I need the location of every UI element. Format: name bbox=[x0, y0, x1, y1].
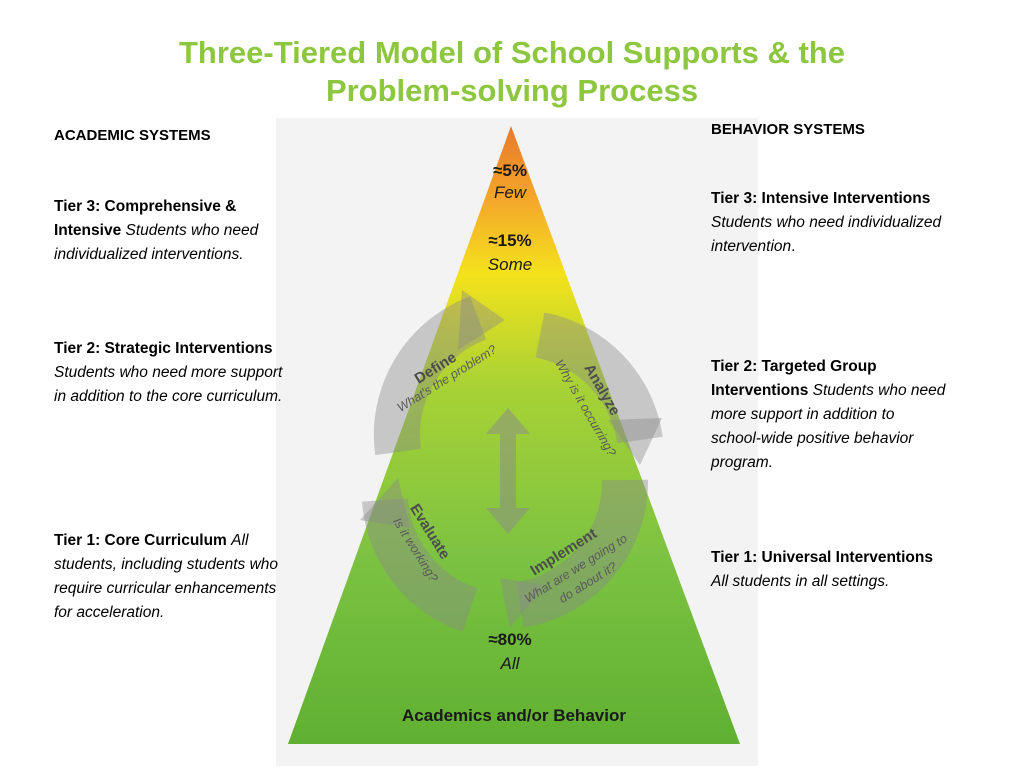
cycle-arrow-implement bbox=[515, 479, 649, 628]
academic-tier-2-label: Tier 2: Strategic Interventions bbox=[54, 340, 273, 357]
behavior-tier-2: Tier 2: Targeted Group Interventions Stu… bbox=[711, 355, 946, 475]
pyramid-footer: Academics and/or Behavior bbox=[402, 706, 626, 725]
tier-top-percent: ≈5% bbox=[493, 161, 527, 180]
arrowhead-analyze bbox=[608, 418, 662, 465]
cycle-arrow-analyze bbox=[534, 312, 663, 444]
academic-tier-1: Tier 1: Core Curriculum All students, in… bbox=[54, 529, 286, 625]
academic-tier-1-label: Tier 1: Core Curriculum bbox=[54, 532, 227, 549]
behavior-systems-heading: BEHAVIOR SYSTEMS bbox=[711, 121, 865, 138]
arrowhead-define bbox=[458, 290, 505, 350]
behavior-tier-2-label: Tier 2: Targeted Group Interventions bbox=[711, 358, 877, 399]
behavior-tier-1-desc: All students in all settings. bbox=[711, 573, 890, 590]
title-line-1: Three-Tiered Model of School Supports & … bbox=[179, 35, 845, 70]
tier-top-label: Few bbox=[494, 183, 528, 202]
title-line-2: Problem-solving Process bbox=[325, 73, 699, 108]
behavior-tier-2-desc: Students who need more support in additi… bbox=[711, 382, 946, 471]
behavior-tier-3: Tier 3: Intensive Interventions Students… bbox=[711, 187, 946, 259]
arrowhead-evaluate bbox=[360, 478, 410, 528]
academic-tier-3-label: Tier 3: Comprehensive & Intensive bbox=[54, 198, 237, 239]
behavior-tier-1: Tier 1: Universal Interventions All stud… bbox=[711, 546, 946, 594]
arrowhead-implement bbox=[500, 578, 545, 628]
academic-tier-2: Tier 2: Strategic Interventions Students… bbox=[54, 337, 284, 409]
cycle-arrow-define bbox=[373, 296, 487, 456]
tier-base-percent: ≈80% bbox=[488, 630, 531, 649]
double-arrow-icon bbox=[486, 408, 530, 534]
tier-mid-label: Some bbox=[488, 255, 532, 274]
tier-mid-percent: ≈15% bbox=[488, 231, 531, 250]
behavior-tier-1-label: Tier 1: Universal Interventions bbox=[711, 549, 933, 566]
academic-systems-heading: ACADEMIC SYSTEMS bbox=[54, 127, 211, 144]
page-title: Three-Tiered Model of School Supports & … bbox=[0, 34, 1024, 110]
academic-tier-1-desc: All students, including students who req… bbox=[54, 532, 279, 621]
behavior-tier-3-tail: . bbox=[791, 238, 796, 255]
academic-tier-3: Tier 3: Comprehensive & Intensive Studen… bbox=[54, 195, 294, 267]
tier-base-label: All bbox=[500, 654, 521, 673]
academic-tier-2-desc: Students who need more support in additi… bbox=[54, 364, 283, 405]
academic-tier-3-desc: Students who need individualized interve… bbox=[54, 222, 259, 263]
behavior-tier-3-label: Tier 3: Intensive Interventions bbox=[711, 190, 931, 207]
behavior-tier-3-desc: Students who need individualized interve… bbox=[711, 214, 942, 255]
problem-solving-cycle bbox=[362, 296, 663, 632]
cycle-arrow-evaluate bbox=[362, 497, 478, 632]
